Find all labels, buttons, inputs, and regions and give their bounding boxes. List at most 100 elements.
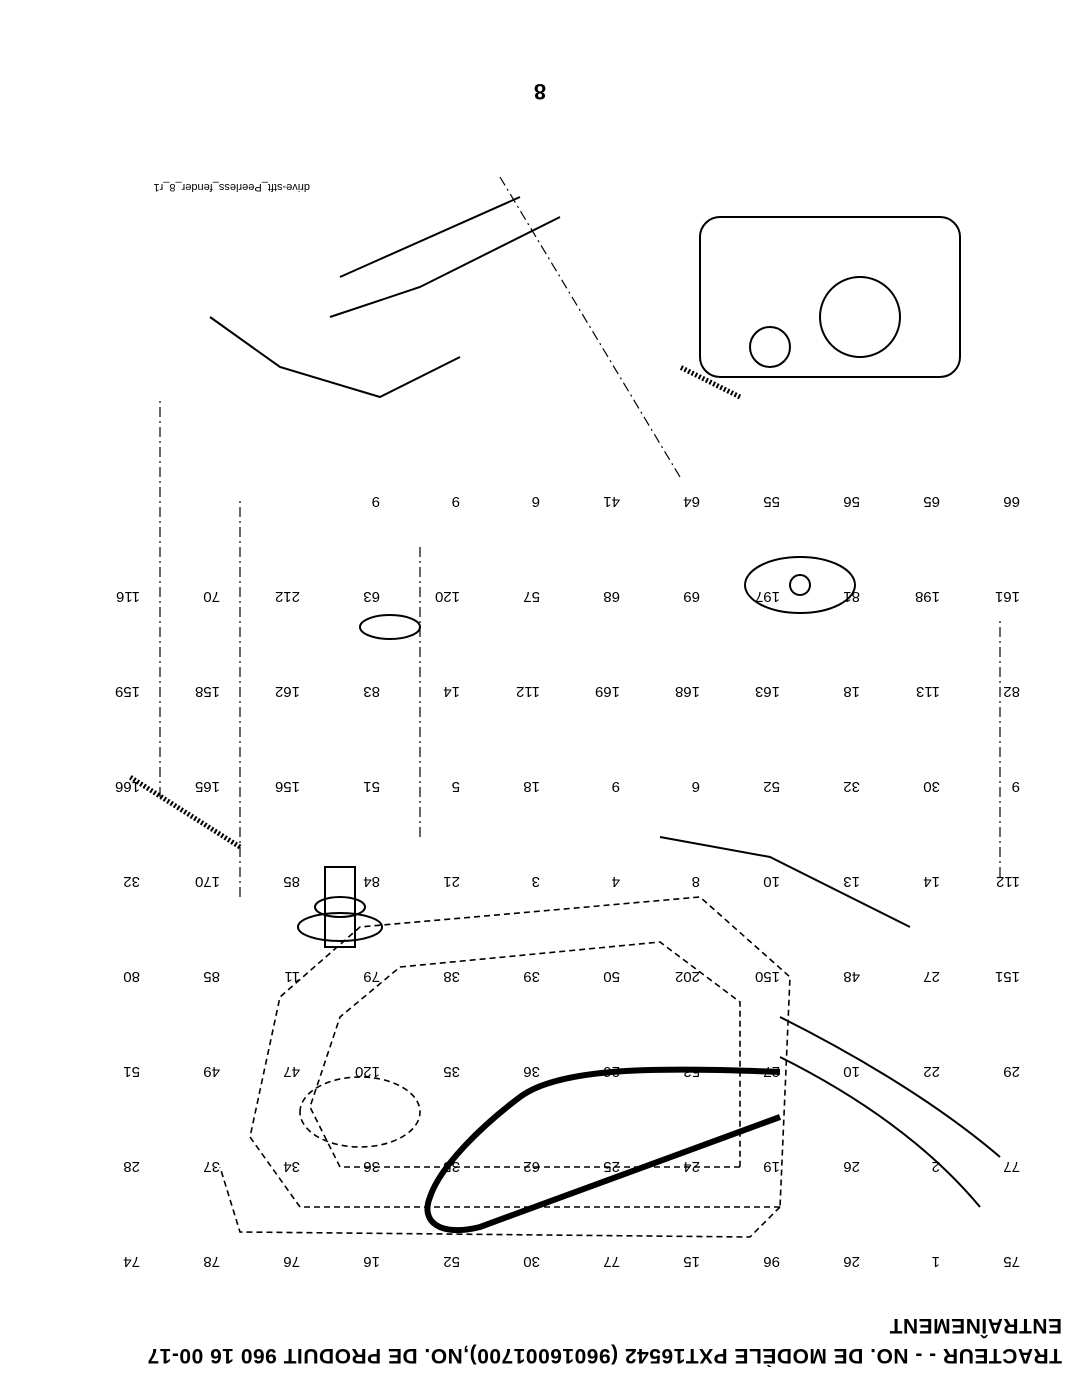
guide-lines bbox=[159, 176, 1001, 897]
part-callout: 161 bbox=[995, 588, 1020, 605]
part-callout: 56 bbox=[843, 493, 860, 510]
part-callout: 37 bbox=[203, 1158, 220, 1175]
part-callout: 69 bbox=[683, 588, 700, 605]
part-callout: 4 bbox=[612, 873, 620, 890]
part-callout: 32 bbox=[123, 873, 140, 890]
part-callout: 50 bbox=[603, 968, 620, 985]
part-callout: 14 bbox=[443, 683, 460, 700]
part-callout: 168 bbox=[675, 683, 700, 700]
part-callout: 159 bbox=[115, 683, 140, 700]
part-callout: 151 bbox=[995, 968, 1020, 985]
part-callout: 81 bbox=[843, 588, 860, 605]
part-callout: 30 bbox=[523, 1253, 540, 1270]
part-callout: 68 bbox=[603, 588, 620, 605]
part-callout: 9 bbox=[612, 778, 620, 795]
part-callout: 13 bbox=[843, 873, 860, 890]
part-callout: 2 bbox=[932, 1158, 940, 1175]
part-callout: 53 bbox=[683, 1063, 700, 1080]
part-callout: 30 bbox=[923, 778, 940, 795]
part-callout: 198 bbox=[915, 588, 940, 605]
part-callout: 77 bbox=[603, 1253, 620, 1270]
part-callout: 18 bbox=[843, 683, 860, 700]
part-callout: 85 bbox=[203, 968, 220, 985]
part-callout: 39 bbox=[523, 968, 540, 985]
part-callout: 6 bbox=[692, 778, 700, 795]
part-callout: 156 bbox=[275, 778, 300, 795]
part-callout: 166 bbox=[115, 778, 140, 795]
part-callout: 120 bbox=[435, 588, 460, 605]
part-callout: 78 bbox=[203, 1253, 220, 1270]
part-callout: 85 bbox=[283, 873, 300, 890]
part-callout: 62 bbox=[523, 1158, 540, 1175]
part-callout: 158 bbox=[195, 683, 220, 700]
shift-rods bbox=[209, 196, 911, 928]
part-callout: 41 bbox=[603, 493, 620, 510]
chassis-frame bbox=[219, 896, 791, 1238]
part-callout: 112 bbox=[996, 873, 1020, 890]
part-callout: 27 bbox=[923, 968, 940, 985]
part-callout: 26 bbox=[843, 1158, 860, 1175]
part-callout: 113 bbox=[916, 683, 940, 700]
part-callout: 163 bbox=[755, 683, 780, 700]
part-callout: 52 bbox=[763, 778, 780, 795]
part-callout: 48 bbox=[843, 968, 860, 985]
part-callout: 47 bbox=[283, 1063, 300, 1080]
part-callout: 51 bbox=[123, 1063, 140, 1080]
part-callout: 9 bbox=[372, 493, 380, 510]
part-callout: 36 bbox=[363, 1158, 380, 1175]
part-callout: 82 bbox=[1003, 683, 1020, 700]
part-callout: 52 bbox=[443, 1253, 460, 1270]
part-callout: 49 bbox=[203, 1063, 220, 1080]
part-callout: 65 bbox=[923, 493, 940, 510]
part-callout: 202 bbox=[675, 968, 700, 985]
part-callout: 22 bbox=[923, 1063, 940, 1080]
drive-belt bbox=[424, 1066, 782, 1234]
part-callout: 10 bbox=[843, 1063, 860, 1080]
part-callout: 5 bbox=[452, 778, 460, 795]
part-callout: 8 bbox=[692, 873, 700, 890]
part-callout: 32 bbox=[843, 778, 860, 795]
part-callout: 26 bbox=[843, 1253, 860, 1270]
part-callout: 74 bbox=[123, 1253, 140, 1270]
part-callout: 34 bbox=[283, 1158, 300, 1175]
part-callout: 18 bbox=[523, 778, 540, 795]
part-callout: 162 bbox=[275, 683, 300, 700]
part-callout: 116 bbox=[116, 588, 140, 605]
part-callout: 15 bbox=[683, 1253, 700, 1270]
part-callout: 29 bbox=[1003, 1063, 1020, 1080]
part-callout: 19 bbox=[763, 1158, 780, 1175]
part-callout: 10 bbox=[763, 873, 780, 890]
part-callout: 6 bbox=[532, 493, 540, 510]
part-callout: 9 bbox=[1012, 778, 1020, 795]
part-callout: 36 bbox=[523, 1063, 540, 1080]
part-callout: 212 bbox=[275, 588, 300, 605]
part-callout: 165 bbox=[195, 778, 220, 795]
part-callout: 24 bbox=[683, 1158, 700, 1175]
part-callout: 1 bbox=[932, 1253, 940, 1270]
springs bbox=[128, 364, 742, 850]
part-callout: 150 bbox=[755, 968, 780, 985]
fender-outline bbox=[779, 1016, 1001, 1208]
part-callout: 120 bbox=[355, 1063, 380, 1080]
part-callout: 25 bbox=[603, 1158, 620, 1175]
part-callout: 75 bbox=[1003, 1253, 1020, 1270]
part-callout: 21 bbox=[443, 873, 460, 890]
part-callout: 96 bbox=[763, 1253, 780, 1270]
part-callout: 16 bbox=[363, 1253, 380, 1270]
part-callout: 38 bbox=[443, 968, 460, 985]
part-callout: 77 bbox=[1003, 1158, 1020, 1175]
part-callout: 3 bbox=[532, 873, 540, 890]
part-callout: 170 bbox=[195, 873, 220, 890]
part-callout: 169 bbox=[595, 683, 620, 700]
part-callout: 76 bbox=[283, 1253, 300, 1270]
part-callout: 9 bbox=[452, 493, 460, 510]
part-callout: 70 bbox=[203, 588, 220, 605]
part-callout: 26 bbox=[603, 1063, 620, 1080]
part-callout: 51 bbox=[363, 778, 380, 795]
part-callout: 63 bbox=[363, 588, 380, 605]
part-callout: 79 bbox=[363, 968, 380, 985]
part-callout: 80 bbox=[123, 968, 140, 985]
part-callout: 28 bbox=[123, 1158, 140, 1175]
transaxle-housing bbox=[699, 216, 961, 378]
